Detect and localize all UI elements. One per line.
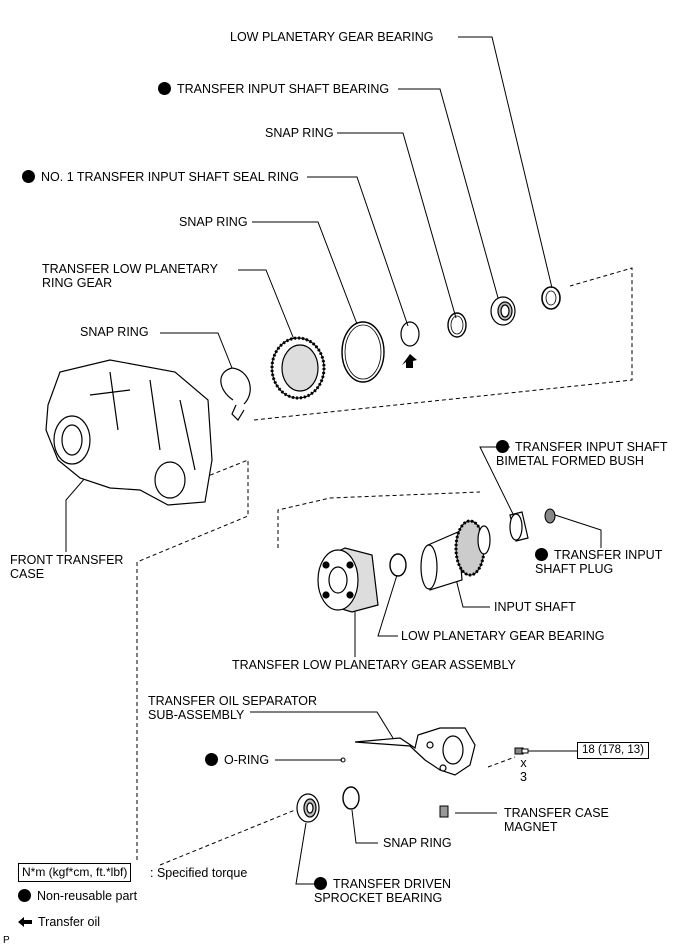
low-planetary-gear-assembly-part: [317, 547, 379, 613]
seal-ring-part: [400, 321, 420, 347]
snap-ring-4-part: [342, 786, 360, 810]
leader-low-planetary-gear-bearing-top: [458, 36, 553, 289]
snap-ring-3-part: [220, 367, 251, 421]
legend-torque-unit-box: N*m (kgf*cm, ft.*lbf): [18, 863, 132, 882]
leader-ring-gear: [238, 269, 296, 343]
input-shaft-part: [420, 519, 491, 591]
label-o-ring: O-RING: [205, 753, 269, 767]
leader-front-case: [65, 469, 93, 552]
input-shaft-plug-part: [544, 508, 556, 524]
o-ring-part: [340, 757, 346, 763]
dashed-axis-left: [136, 459, 249, 860]
legend-non-reusable: Non-reusable part: [18, 889, 137, 903]
torque-spec-box: 18 (178, 13): [577, 742, 650, 759]
corner-mark: P: [3, 935, 10, 946]
label-low-planetary-gear-bearing-mid: LOW PLANETARY GEAR BEARING: [401, 629, 605, 643]
oil-separator-part: [354, 727, 476, 776]
label-bolt-count: x 3: [520, 756, 527, 784]
bolt-part: [514, 747, 529, 755]
label-case-magnet: TRANSFER CASE MAGNET: [504, 806, 609, 834]
leader-transfer-input-shaft-bearing: [398, 88, 501, 306]
low-planetary-gear-bearing-mid-part: [389, 553, 407, 577]
label-low-planetary-gear-bearing-top: LOW PLANETARY GEAR BEARING: [230, 30, 434, 44]
label-snap-ring-2: SNAP RING: [179, 215, 248, 229]
label-oil-separator: TRANSFER OIL SEPARATOR SUB-ASSEMBLY: [148, 694, 318, 722]
label-driven-sprocket-bearing: TRANSFER DRIVEN SPROCKET BEARING: [314, 877, 452, 905]
leader-oil-separator: [250, 711, 394, 739]
leader-snap-ring-4: [351, 809, 378, 844]
leader-plug: [554, 514, 602, 548]
dashed-axis-lower: [159, 809, 296, 866]
bimetal-bush-part: [509, 511, 529, 542]
label-bimetal-bush: TRANSFER INPUT SHAFT BIMETAL FORMED BUSH: [496, 440, 668, 468]
non-reusable-dot-icon: [314, 877, 327, 890]
leader-input-shaft: [454, 574, 490, 608]
legend-transfer-oil: Transfer oil: [18, 915, 100, 929]
label-snap-ring-3: SNAP RING: [80, 325, 149, 339]
label-low-planetary-ring-gear: TRANSFER LOW PLANETARY RING GEAR: [42, 262, 218, 290]
snap-ring-2-part: [341, 321, 385, 383]
leader-snap-ring-3: [160, 332, 233, 369]
leader-snap-ring-1: [337, 132, 457, 319]
low-planetary-gear-bearing-top-part: [541, 286, 561, 310]
non-reusable-dot-icon: [535, 548, 548, 561]
label-input-shaft: INPUT SHAFT: [494, 600, 576, 614]
label-snap-ring-1: SNAP RING: [265, 126, 334, 140]
dashed-axis-lower-right: [487, 756, 516, 768]
non-reusable-dot-icon: [496, 440, 509, 453]
non-reusable-dot-icon: [22, 170, 35, 183]
leader-seal-ring: [307, 176, 409, 327]
transfer-oil-arrow-icon: [402, 354, 417, 368]
label-front-transfer-case: FRONT TRANSFER CASE: [10, 553, 124, 581]
snap-ring-1-part: [447, 312, 467, 338]
label-snap-ring-4: SNAP RING: [383, 836, 452, 850]
leader-sprocket-bearing: [295, 822, 315, 885]
label-input-shaft-plug: TRANSFER INPUT SHAFT PLUG: [535, 548, 663, 576]
non-reusable-dot-icon: [18, 889, 31, 902]
non-reusable-dot-icon: [158, 82, 171, 95]
case-magnet-part: [439, 805, 449, 818]
label-transfer-input-shaft-bearing: TRANSFER INPUT SHAFT BEARING: [158, 82, 389, 96]
legend-torque-desc: : Specified torque: [150, 866, 248, 880]
leader-low-gear-bearing-mid: [377, 574, 398, 637]
ring-gear-part: [270, 336, 326, 400]
label-no1-seal-ring: NO. 1 TRANSFER INPUT SHAFT SEAL RING: [22, 170, 299, 184]
non-reusable-dot-icon: [205, 753, 218, 766]
label-low-planetary-gear-assembly: TRANSFER LOW PLANETARY GEAR ASSEMBLY: [232, 658, 516, 672]
transfer-oil-arrow-icon: [18, 917, 32, 927]
dashed-axis-mid: [277, 491, 481, 548]
driven-sprocket-bearing-part: [296, 793, 320, 823]
front-transfer-case-part: [45, 359, 213, 506]
input-shaft-bearing-part: [490, 296, 516, 326]
leader-snap-ring-2: [252, 221, 358, 325]
dashed-axis-upper: [253, 267, 633, 421]
